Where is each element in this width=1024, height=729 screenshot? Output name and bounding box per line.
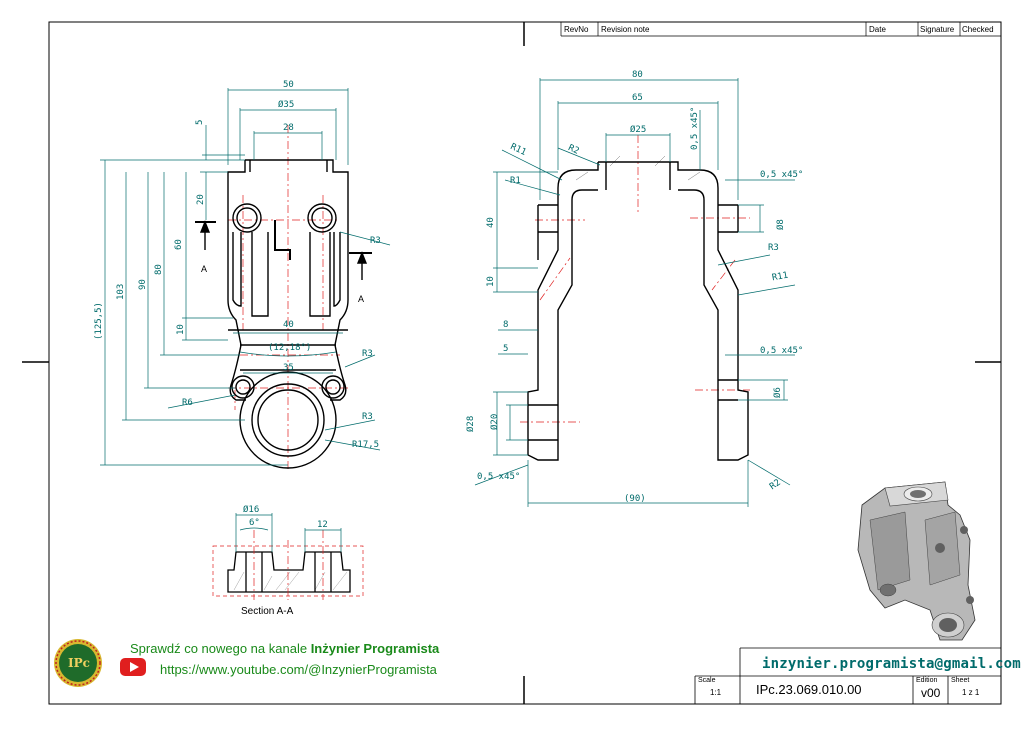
date-header: Date: [869, 25, 886, 34]
dim-90-side: (90): [624, 494, 646, 504]
dim-80-side: 80: [632, 70, 643, 80]
dim-28: 28: [283, 123, 294, 133]
channel-logo: [54, 639, 102, 687]
dim-65-side: 65: [632, 93, 643, 103]
section-mark-left: A: [201, 264, 208, 274]
dim-r3-side: R3: [768, 243, 779, 253]
youtube-icon: [120, 658, 146, 676]
drawing-number: IPc.23.069.010.00: [756, 682, 862, 697]
sheet-label: Sheet: [951, 677, 970, 684]
signature-header: Signature: [920, 25, 955, 34]
scale-label: Scale: [698, 677, 716, 684]
isometric-view: [857, 481, 976, 641]
dim-dia25: Ø25: [630, 125, 647, 135]
dim-50: 50: [283, 80, 294, 90]
edition-label: Edition: [916, 677, 938, 684]
dim-12-section: 12: [317, 520, 328, 530]
section-view: [212, 513, 364, 600]
dim-r3-a: R3: [370, 236, 381, 246]
title-block: [694, 647, 1001, 704]
dim-r3-c: R3: [362, 412, 373, 422]
chamfer-right-top: 0,5 x45°: [760, 170, 804, 180]
dim-r1: R1: [510, 176, 521, 186]
dim-dia35: Ø35: [278, 100, 295, 110]
dim-dia16: Ø16: [243, 505, 260, 515]
dim-35: 35: [283, 363, 294, 373]
front-view: [100, 88, 391, 470]
revision-table: [560, 22, 1001, 37]
section-title: Section A-A: [241, 606, 294, 617]
sheet-value: 1 z 1: [962, 688, 980, 697]
chamfer-bottom-left: 0,5 x45°: [477, 472, 521, 482]
section-mark-right: A: [358, 294, 365, 304]
email-address: inzynier.programista@gmail.com: [762, 656, 1021, 672]
dim-r17: R17,5: [352, 440, 380, 450]
dim-5-side: 5: [503, 344, 509, 354]
revision-note-header: Revision note: [601, 25, 650, 34]
chamfer-right-mid: 0,5 x45°: [760, 346, 804, 356]
dim-8-side: 8: [503, 320, 509, 330]
logo-text: IPc: [68, 656, 90, 670]
side-view: [474, 78, 796, 507]
promo-line-1: Sprawdź co nowego na kanale Inżynier Pro…: [130, 641, 439, 656]
edition-value: v00: [921, 686, 941, 700]
dim-12: (12,18°): [268, 343, 312, 353]
checked-header: Checked: [962, 25, 994, 34]
dim-r6: R6: [182, 398, 193, 408]
dim-r3-b: R3: [362, 349, 373, 359]
rev-no-header: RevNo: [564, 25, 589, 34]
dim-6deg: 6°: [249, 518, 260, 528]
scale-value: 1:1: [710, 688, 722, 697]
promo-channel-name[interactable]: Inżynier Programista: [310, 641, 440, 656]
dim-40: 40: [283, 320, 294, 330]
promo-prefix: Sprawdź co nowego na kanale: [130, 641, 311, 656]
youtube-link[interactable]: https://www.youtube.com/@InzynierProgram…: [160, 662, 437, 677]
sheet-border: [48, 21, 1002, 705]
